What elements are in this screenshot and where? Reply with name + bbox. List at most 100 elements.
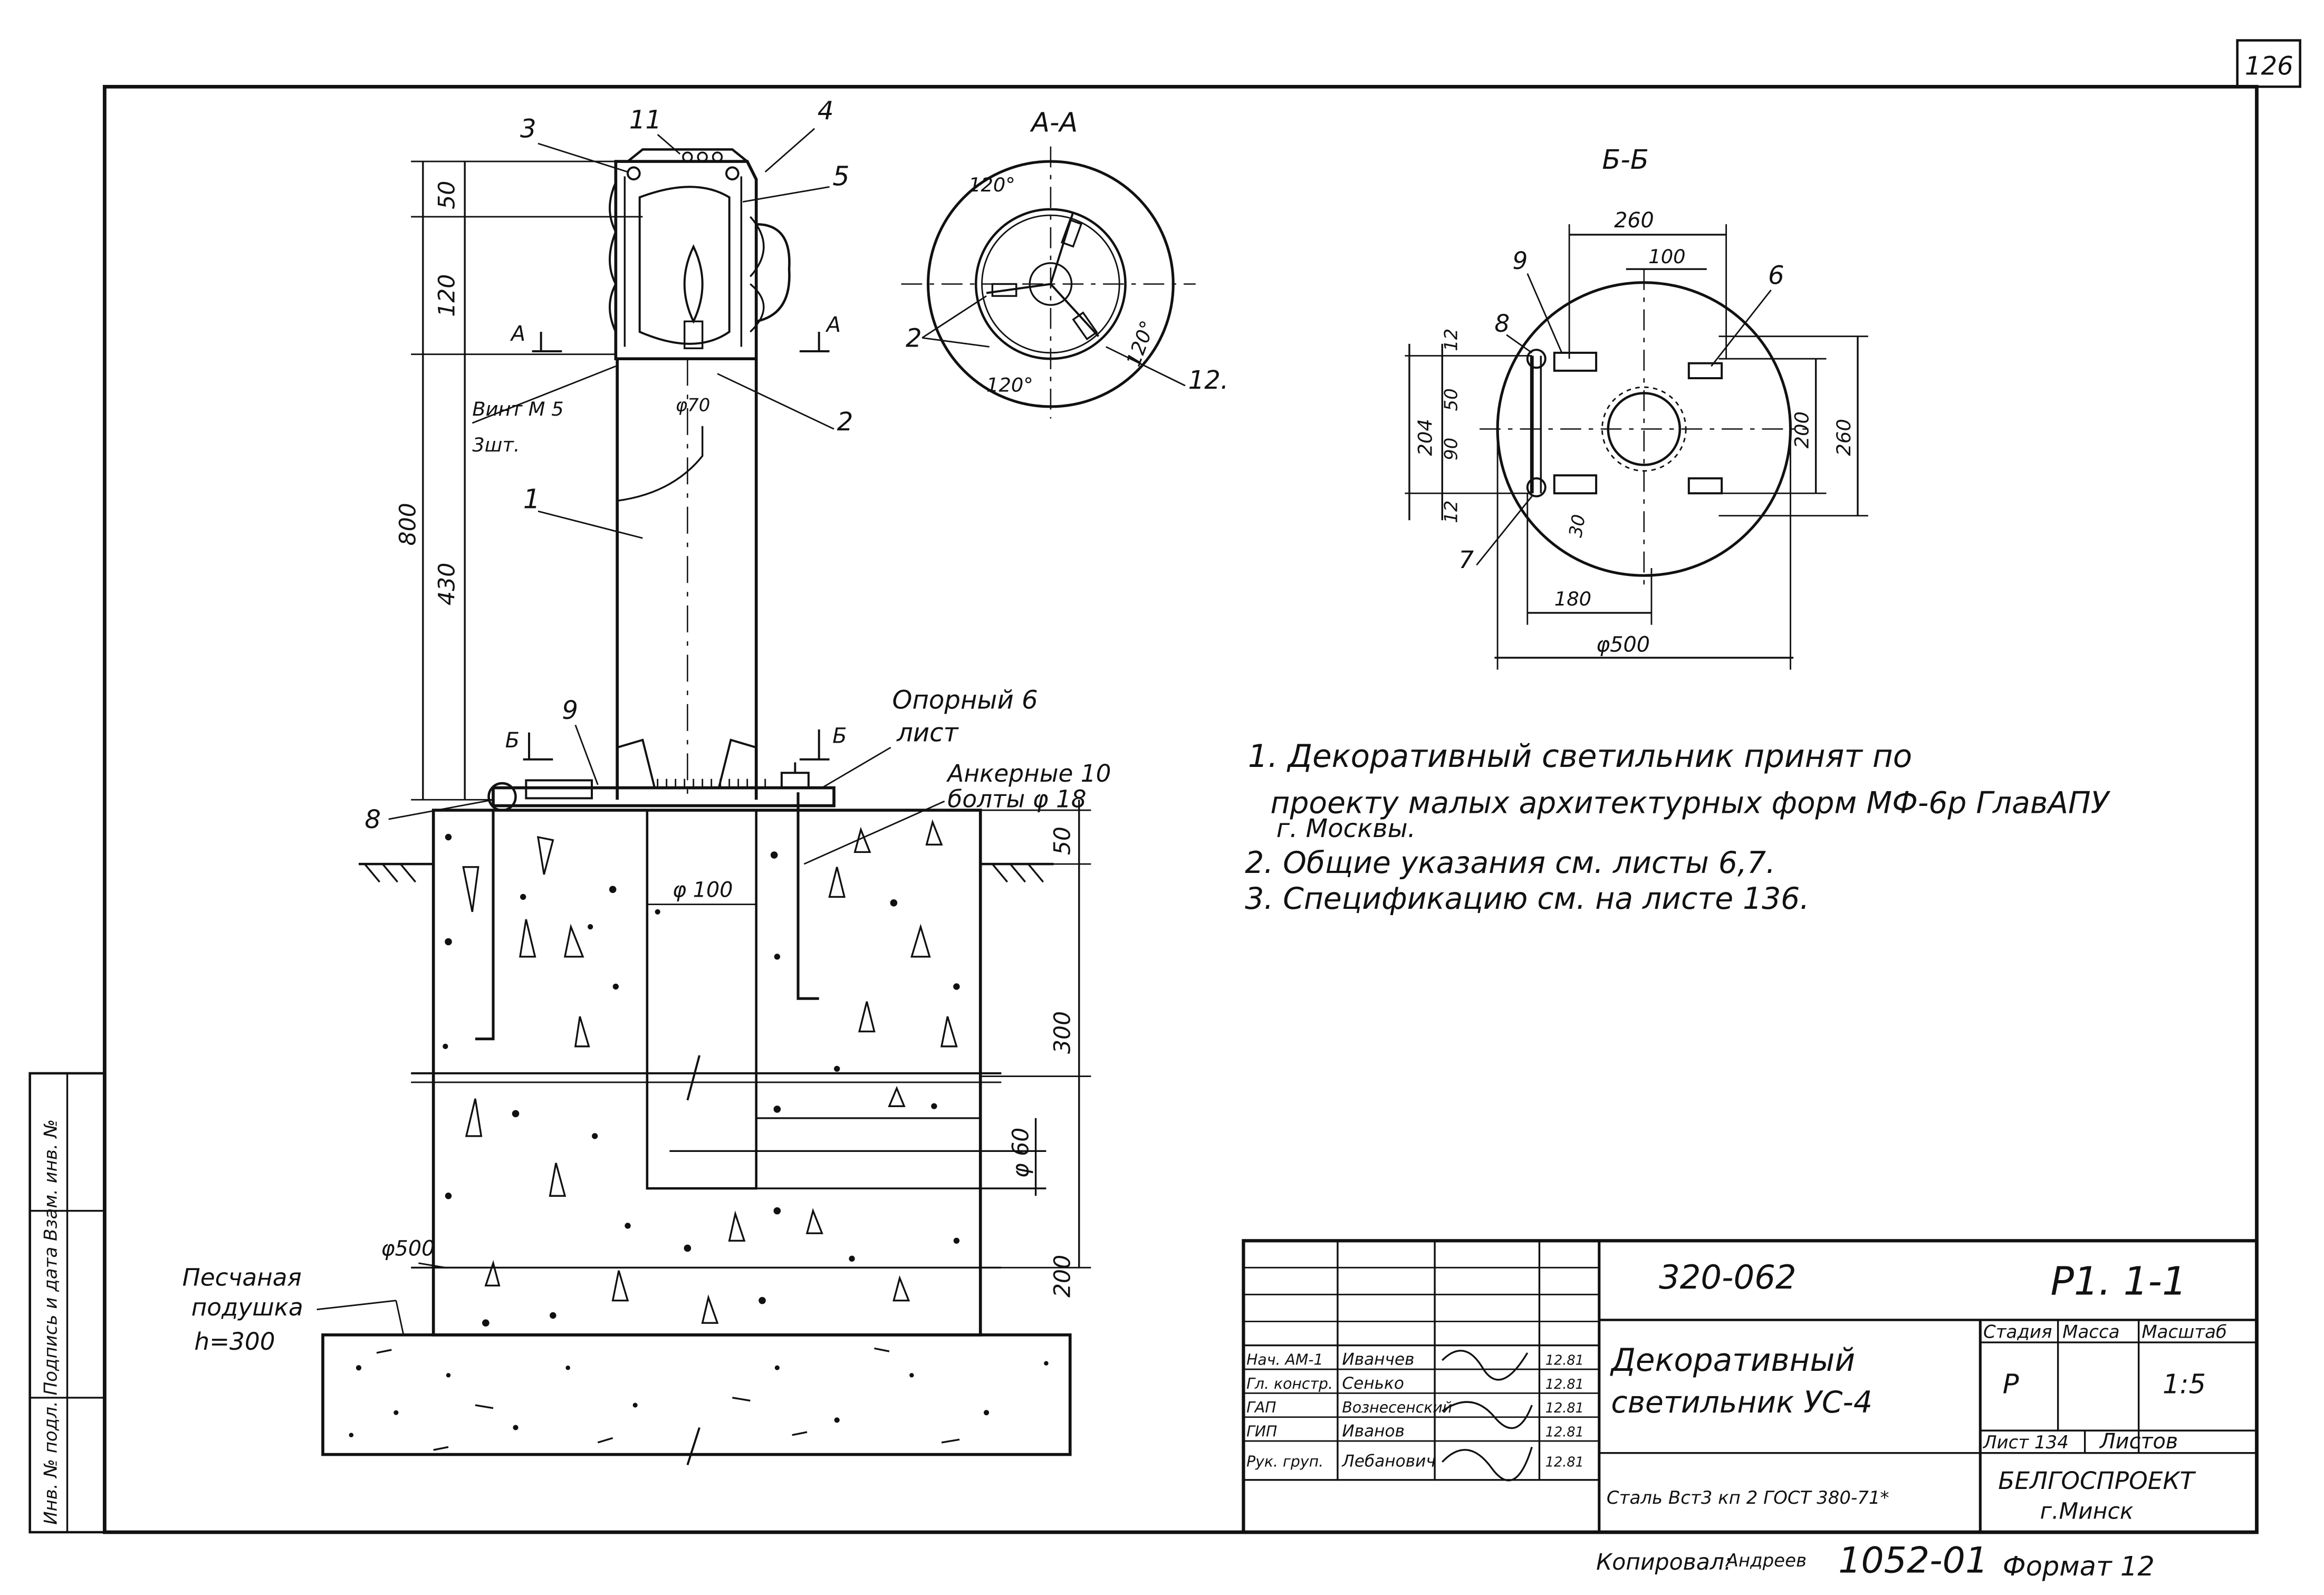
diam-base: φ500 — [381, 1237, 435, 1261]
format-label: Формат 12 — [2003, 1551, 2155, 1582]
section-mark-a-left: А — [510, 322, 525, 346]
callout-2: 2 — [837, 407, 853, 437]
staff-name-5: Лебанович — [1341, 1452, 1435, 1471]
copied-by-label: Копировал: — [1596, 1550, 1732, 1575]
b-b-dim-12-top: 12 — [1441, 329, 1462, 351]
scale-header: Масштаб — [2141, 1322, 2227, 1343]
material-note: Сталь Вст3 кп 2 ГОСТ 380-71* — [1607, 1487, 1889, 1508]
bolt-label-line-2: 3шт. — [472, 434, 520, 456]
title-block: Нач. АМ-1 Иванчев 12.81 Гл. констр. Сень… — [1242, 1239, 2259, 1582]
a-a-angle-bottom: 120° — [986, 374, 1033, 397]
title-line-1: Декоративный — [1609, 1342, 1855, 1379]
sheet-code: Р1. 1-1 — [2050, 1259, 2186, 1304]
diam-lamp: φ70 — [676, 395, 710, 416]
b-b-dim-100: 100 — [1648, 245, 1685, 268]
staff-role-5: Рук. груп. — [1246, 1453, 1323, 1470]
sand-label-1: Песчаная — [183, 1263, 302, 1291]
callout-8: 8 — [364, 805, 381, 834]
dim-300: 300 — [1050, 1011, 1076, 1054]
staff-name-2: Сенько — [1342, 1374, 1404, 1393]
note-line-5: 3. Спецификацию см. на листе 136. — [1245, 881, 1809, 916]
scale-value: 1:5 — [2163, 1369, 2206, 1400]
staff-date-3: 12.81 — [1545, 1400, 1584, 1416]
b-b-callout-9: 9 — [1512, 247, 1528, 275]
staff-name-3: Вознесенский — [1342, 1399, 1452, 1416]
section-a-a: А-А 120° 120° 120° 2 12. — [901, 107, 1229, 419]
diam-hole: φ 60 — [1008, 1128, 1034, 1178]
section-mark-b-right: Б — [832, 724, 847, 748]
section-mark-a-right: А — [825, 313, 841, 337]
staff-role-2: Гл. констр. — [1246, 1375, 1333, 1392]
staff-date-4: 12.81 — [1545, 1425, 1584, 1440]
staff-name-1: Иванчев — [1342, 1350, 1414, 1369]
dim-50-top: 50 — [434, 181, 460, 209]
dim-120: 120 — [434, 274, 460, 317]
staff-date-1: 12.81 — [1545, 1353, 1584, 1369]
callout-1: 1 — [523, 484, 540, 515]
dim-800: 800 — [396, 503, 421, 545]
sheet-frame: 126 Инв. № подл. Подпись и дата Взам. ин… — [28, 39, 2301, 1534]
archive-number: 1052-01 — [1838, 1540, 1988, 1581]
stage-header: Стадия — [1983, 1322, 2052, 1343]
drawing-code: 320-062 — [1659, 1258, 1796, 1296]
staff-role-4: ГИП — [1246, 1423, 1277, 1440]
note-line-3: г. Москвы. — [1276, 814, 1416, 843]
note-line-1: 1. Декоративный светильник принят по — [1248, 738, 1912, 775]
b-b-dim-180: 180 — [1554, 588, 1591, 610]
stage-value: Р — [2003, 1369, 2019, 1400]
sheet-label: Лист 134 — [1982, 1432, 2069, 1453]
dim-430: 430 — [434, 563, 460, 606]
sand-label-2: подушка — [191, 1293, 303, 1321]
staff-role-3: ГАП — [1246, 1399, 1276, 1416]
org-city: г.Минск — [2040, 1498, 2134, 1524]
anchor-label-2: болты φ 18 — [947, 785, 1086, 813]
callout-4: 4 — [818, 97, 834, 126]
callout-3: 3 — [520, 114, 536, 144]
side-stamp: Инв. № подл. Подпись и дата Взам. инв. № — [41, 1119, 62, 1525]
a-a-angle-right: 120° — [1122, 318, 1159, 369]
anchor-label-1: Анкерные 10 — [946, 760, 1111, 787]
section-a-callout-12: 12. — [1188, 366, 1229, 395]
staff-date-5: 12.81 — [1545, 1454, 1584, 1470]
b-b-callout-8: 8 — [1494, 310, 1510, 338]
lamp-post-elevation — [487, 148, 836, 812]
mass-header: Масса — [2062, 1322, 2119, 1343]
b-b-dim-30: 30 — [1565, 513, 1590, 539]
diam-pipe: φ 100 — [673, 878, 733, 902]
elevation-dimensions: 50 120 800 430 50 300 200 φ 60 3 11 4 5 … — [183, 97, 1111, 1356]
b-b-callout-7: 7 — [1458, 546, 1474, 574]
sheet-corner-number: 126 — [2245, 52, 2293, 81]
b-b-dim-200: 200 — [1790, 411, 1813, 448]
b-b-dim-260-right: 260 — [1832, 419, 1855, 456]
section-b-b-title: Б-Б — [1602, 145, 1648, 176]
org-name: БЕЛГОСПРОЕКТ — [1998, 1467, 2196, 1495]
b-b-dim-204: 204 — [1414, 419, 1436, 456]
a-a-angle-top: 120° — [968, 174, 1015, 196]
note-line-4: 2. Общие указания см. листы 6,7. — [1245, 845, 1775, 880]
callout-11: 11 — [629, 105, 661, 135]
copy-signature: Андреев — [1725, 1550, 1807, 1571]
b-b-dim-50: 50 — [1441, 388, 1462, 411]
b-b-dim-12-bottom: 12 — [1441, 501, 1462, 523]
section-mark-b-left: Б — [505, 728, 520, 753]
callout-9: 9 — [562, 696, 578, 725]
note-line-2: проекту малых архитектурных форм МФ-6р Г… — [1270, 786, 2110, 821]
b-b-dim-260-top: 260 — [1614, 208, 1654, 233]
sheets-label: Листов — [2099, 1429, 2178, 1454]
section-a-a-title: А-А — [1030, 107, 1078, 138]
staff-date-2: 12.81 — [1545, 1377, 1584, 1392]
dim-50-right: 50 — [1050, 827, 1076, 855]
general-notes: 1. Декоративный светильник принят по про… — [1245, 738, 2110, 916]
callout-5: 5 — [832, 161, 849, 192]
b-b-dim-90: 90 — [1441, 438, 1462, 460]
plate-label-2: лист — [896, 718, 959, 748]
b-b-dim-500: φ500 — [1596, 633, 1650, 657]
sand-label-3: h=300 — [194, 1328, 275, 1356]
section-b-b: Б-Б 260 100 12 50 90 204 12 30 180 — [1405, 145, 1868, 670]
title-line-2: светильник УС-4 — [1611, 1385, 1872, 1420]
staff-role-1: Нач. АМ-1 — [1246, 1351, 1323, 1369]
section-a-callout-2: 2 — [906, 324, 922, 353]
plate-label-1: Опорный 6 — [892, 685, 1038, 715]
staff-name-4: Иванов — [1342, 1422, 1405, 1441]
